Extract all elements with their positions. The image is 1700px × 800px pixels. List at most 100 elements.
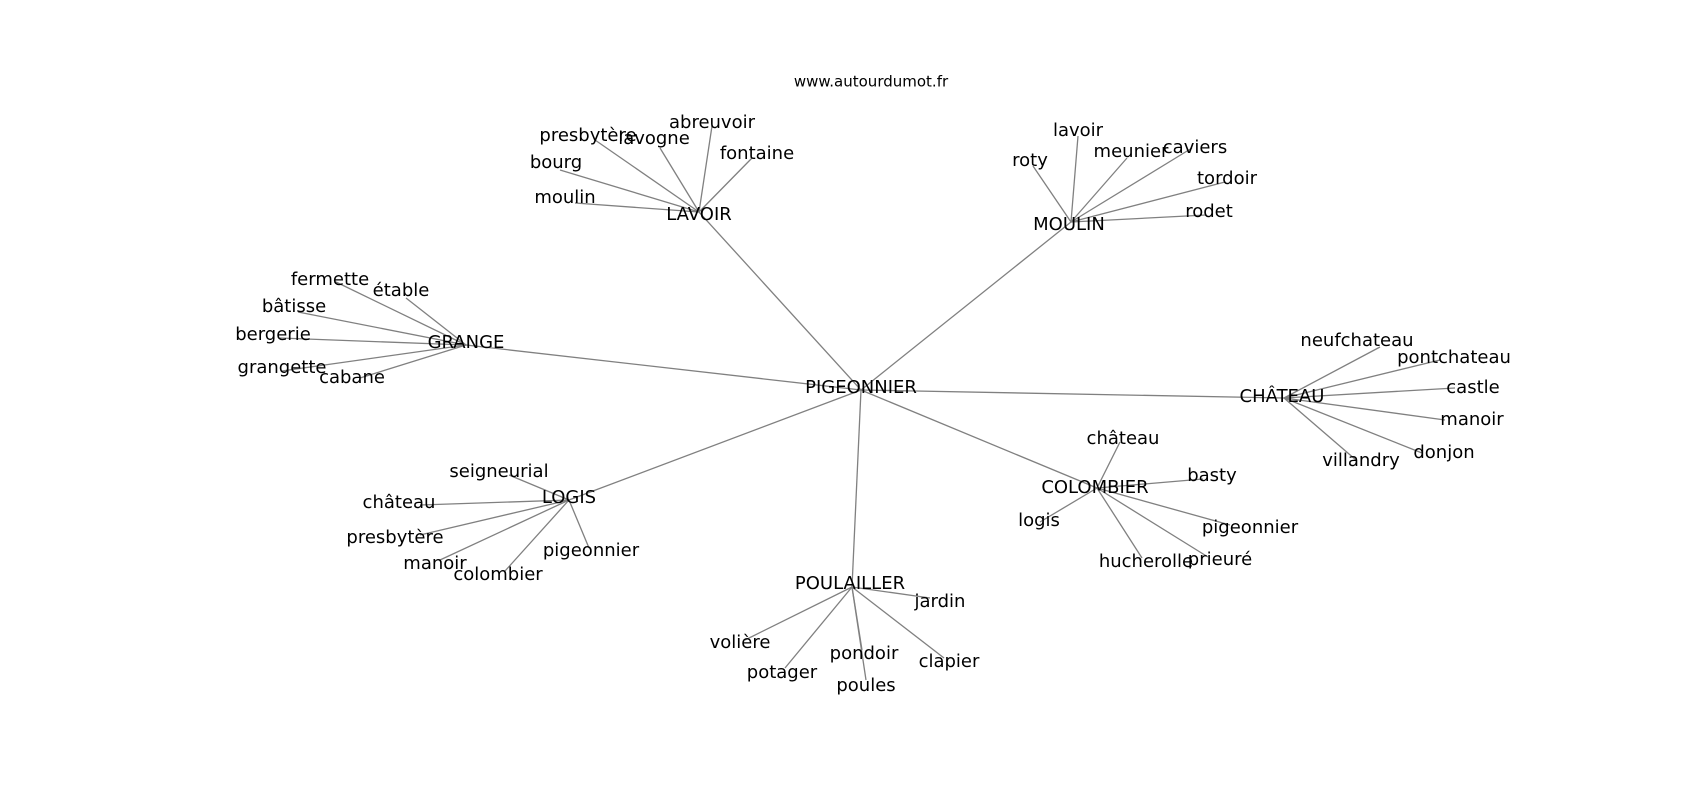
node-leaf-chateau-1[interactable]: pontchateau xyxy=(1397,347,1511,368)
node-leaf-lavoir-3[interactable]: fontaine xyxy=(720,143,794,164)
node-hub-moulin[interactable]: MOULIN xyxy=(1033,214,1105,235)
edge-poulailler-leaf-4 xyxy=(851,586,867,681)
edge-chateau-leaf-0 xyxy=(1283,346,1381,399)
edge-center-logis xyxy=(568,389,862,501)
edge-logis-leaf-0 xyxy=(508,474,570,501)
node-hub-colombier[interactable]: COLOMBIER xyxy=(1041,477,1148,498)
edge-grange-leaf-1 xyxy=(405,297,467,346)
node-leaf-logis-4[interactable]: colombier xyxy=(453,564,543,585)
node-leaf-colombier-2[interactable]: logis xyxy=(1018,510,1060,531)
edge-poulailler-leaf-2 xyxy=(784,586,853,669)
node-hub-lavoir[interactable]: LAVOIR xyxy=(666,204,732,225)
edge-grange-leaf-0 xyxy=(335,281,467,346)
edge-chateau-leaf-2 xyxy=(1283,387,1456,399)
graph-edges xyxy=(279,125,1456,681)
node-leaf-poulailler-1[interactable]: volière xyxy=(710,632,771,653)
edge-colombier-leaf-4 xyxy=(1096,487,1143,559)
node-hub-poulailler[interactable]: POULAILLER xyxy=(795,573,905,594)
node-center-pigeonnier[interactable]: PIGEONNIER xyxy=(805,377,917,398)
edge-colombier-leaf-0 xyxy=(1096,441,1121,489)
edge-center-grange xyxy=(465,344,862,391)
node-leaf-lavoir-0[interactable]: presbytère xyxy=(539,125,636,146)
node-leaf-chateau-2[interactable]: castle xyxy=(1446,377,1499,398)
edge-grange-leaf-4 xyxy=(281,344,467,372)
edge-logis-leaf-3 xyxy=(439,499,570,561)
edge-center-moulin xyxy=(860,221,1072,391)
edge-lavoir-leaf-4 xyxy=(559,169,700,213)
node-leaf-chateau-3[interactable]: manoir xyxy=(1440,409,1504,430)
edge-colombier-leaf-5 xyxy=(1096,487,1209,558)
edge-lavoir-leaf-5 xyxy=(574,202,700,213)
edge-moulin-leaf-4 xyxy=(1070,181,1226,223)
edge-poulailler-leaf-1 xyxy=(744,586,853,641)
graph-labels: www.autourdumot.fr PIGEONNIER LAVOIR presb… xyxy=(235,73,1511,697)
node-leaf-poulailler-2[interactable]: potager xyxy=(747,662,818,683)
node-leaf-logis-0[interactable]: seigneurial xyxy=(449,461,548,482)
edge-grange-leaf-3 xyxy=(279,337,467,346)
edge-poulailler-leaf-5 xyxy=(851,586,945,659)
edge-logis-leaf-4 xyxy=(504,499,570,572)
edge-lavoir-leaf-1 xyxy=(659,147,700,213)
node-leaf-grange-4[interactable]: grangette xyxy=(238,357,327,378)
edge-center-lavoir xyxy=(698,211,862,391)
edge-center-colombier xyxy=(860,389,1098,489)
edge-colombier-leaf-3 xyxy=(1096,487,1231,526)
node-leaf-moulin-3[interactable]: caviers xyxy=(1163,137,1227,158)
edge-poulailler-leaf-0 xyxy=(851,586,931,599)
edge-chateau-leaf-4 xyxy=(1283,397,1423,454)
edge-lavoir-leaf-2 xyxy=(698,125,713,213)
node-leaf-lavoir-1[interactable]: lavogne xyxy=(618,128,690,149)
node-leaf-grange-0[interactable]: fermette xyxy=(291,269,369,290)
node-leaf-logis-1[interactable]: château xyxy=(363,492,436,513)
edge-grange-leaf-2 xyxy=(297,311,467,346)
edge-chateau-leaf-1 xyxy=(1283,359,1441,399)
node-leaf-poulailler-0[interactable]: jardin xyxy=(914,591,966,612)
node-leaf-lavoir-2[interactable]: abreuvoir xyxy=(669,112,756,133)
node-leaf-colombier-4[interactable]: hucherolle xyxy=(1099,551,1193,572)
edge-logis-leaf-2 xyxy=(419,499,570,536)
edge-lavoir-leaf-0 xyxy=(594,139,700,213)
node-hub-logis[interactable]: LOGIS xyxy=(542,487,596,508)
node-leaf-lavoir-4[interactable]: bourg xyxy=(530,152,582,173)
edge-moulin-leaf-5 xyxy=(1070,214,1207,223)
node-leaf-poulailler-5[interactable]: clapier xyxy=(919,651,980,672)
node-leaf-grange-3[interactable]: bergerie xyxy=(235,324,311,345)
node-leaf-chateau-0[interactable]: neufchateau xyxy=(1300,330,1413,351)
node-leaf-moulin-4[interactable]: tordoir xyxy=(1197,168,1258,189)
edge-lavoir-leaf-3 xyxy=(698,157,753,213)
node-leaf-grange-5[interactable]: cabane xyxy=(319,367,385,388)
node-leaf-moulin-5[interactable]: rodet xyxy=(1185,201,1233,222)
node-hub-grange[interactable]: GRANGE xyxy=(428,332,505,353)
edge-logis-leaf-5 xyxy=(568,499,590,549)
node-leaf-grange-2[interactable]: bâtisse xyxy=(262,296,326,317)
node-leaf-lavoir-5[interactable]: moulin xyxy=(534,187,595,208)
node-leaf-moulin-2[interactable]: meunier xyxy=(1094,141,1170,162)
node-leaf-grange-1[interactable]: étable xyxy=(373,280,430,301)
node-leaf-logis-2[interactable]: presbytère xyxy=(346,527,443,548)
edge-colombier-leaf-2 xyxy=(1039,487,1098,523)
edge-chateau-leaf-5 xyxy=(1283,397,1357,461)
node-leaf-poulailler-4[interactable]: poules xyxy=(836,675,895,696)
edge-center-poulailler xyxy=(851,389,862,588)
edge-moulin-leaf-1 xyxy=(1032,165,1072,223)
node-leaf-colombier-1[interactable]: basty xyxy=(1187,465,1237,486)
node-leaf-poulailler-3[interactable]: pondoir xyxy=(830,643,899,664)
edge-center-chateau xyxy=(860,389,1285,399)
node-leaf-logis-5[interactable]: pigeonnier xyxy=(543,540,640,561)
node-leaf-moulin-1[interactable]: roty xyxy=(1012,150,1048,171)
watermark-text: www.autourdumot.fr xyxy=(794,73,949,91)
node-leaf-colombier-5[interactable]: prieuré xyxy=(1188,549,1252,570)
edge-moulin-leaf-0 xyxy=(1070,135,1079,223)
edge-chateau-leaf-3 xyxy=(1283,397,1446,421)
node-leaf-colombier-3[interactable]: pigeonnier xyxy=(1202,517,1299,538)
edge-moulin-leaf-3 xyxy=(1070,147,1193,223)
node-leaf-chateau-4[interactable]: donjon xyxy=(1413,442,1474,463)
node-hub-chateau[interactable]: CHÂTEAU xyxy=(1240,385,1325,407)
node-leaf-moulin-0[interactable]: lavoir xyxy=(1053,120,1104,141)
node-leaf-chateau-5[interactable]: villandry xyxy=(1322,450,1400,471)
node-leaf-logis-3[interactable]: manoir xyxy=(403,553,467,574)
edge-moulin-leaf-2 xyxy=(1070,157,1128,223)
node-leaf-colombier-0[interactable]: château xyxy=(1087,428,1160,449)
edge-grange-leaf-5 xyxy=(359,344,467,379)
